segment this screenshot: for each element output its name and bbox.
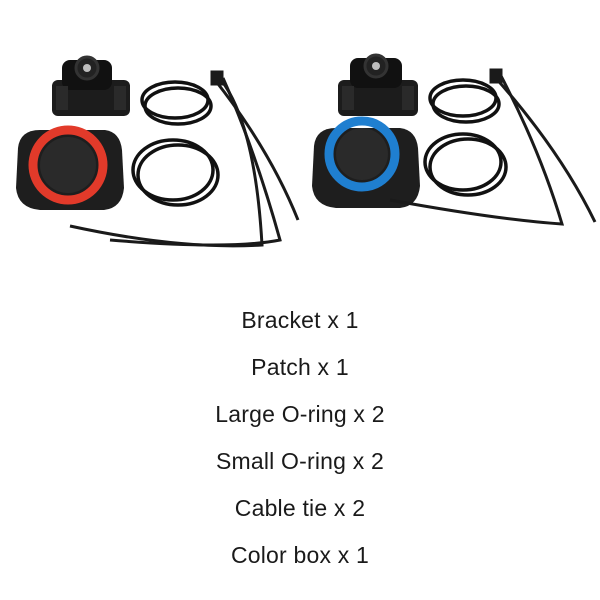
kit-blue xyxy=(312,53,597,226)
kit-red xyxy=(16,55,300,248)
small-o-rings xyxy=(140,80,213,126)
large-o-rings xyxy=(423,132,508,197)
accent-ring-blue xyxy=(324,116,400,192)
product-photo xyxy=(0,0,600,280)
large-o-rings xyxy=(131,138,220,207)
list-item: Large O-ring x 2 xyxy=(215,401,385,427)
contents-list: Bracket x 1 Patch x 1 Large O-ring x 2 S… xyxy=(0,300,600,582)
patch-image xyxy=(16,125,124,210)
cable-ties xyxy=(69,70,300,248)
small-o-rings xyxy=(428,78,501,124)
list-item: Bracket x 1 xyxy=(241,307,359,333)
bracket-image xyxy=(52,55,130,116)
cable-ties xyxy=(389,68,597,226)
list-item: Cable tie x 2 xyxy=(234,495,366,521)
list-item: Small O-ring x 2 xyxy=(215,448,385,474)
list-item: Patch x 1 xyxy=(251,354,349,380)
patch-image xyxy=(312,116,420,208)
bracket-image xyxy=(338,53,418,116)
accent-ring-red xyxy=(28,125,108,205)
list-item: Color box x 1 xyxy=(230,542,370,568)
